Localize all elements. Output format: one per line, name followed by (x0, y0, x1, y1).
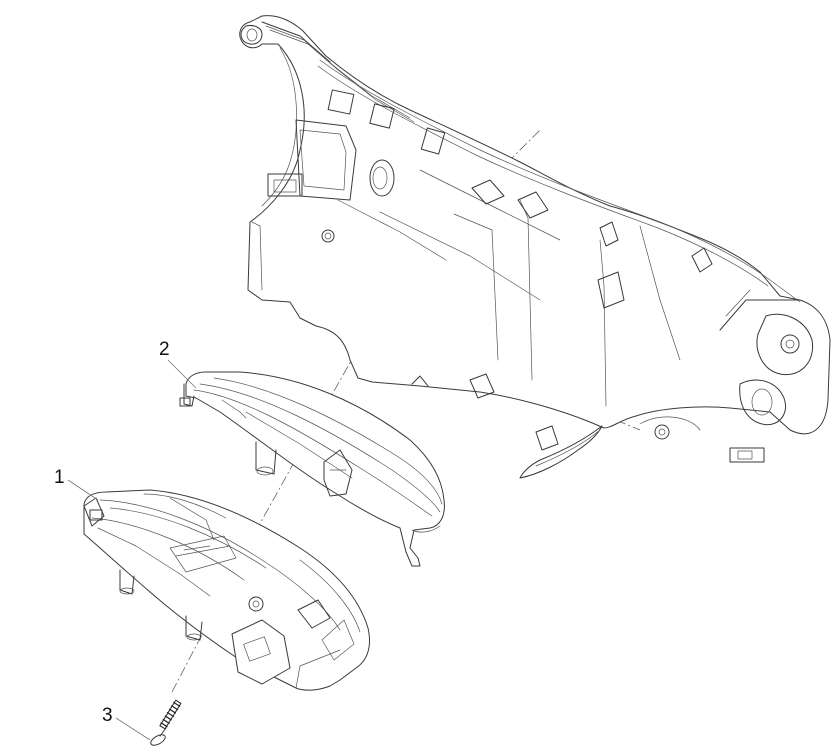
handlebar-rear-housing (239, 15, 831, 479)
callout-2: 2 (159, 339, 170, 360)
callout-leaders (67, 359, 197, 741)
instrument-bezel-cover (179, 371, 445, 567)
callout-1: 1 (54, 467, 65, 488)
leader-3 (115, 717, 151, 741)
instrument-cluster (83, 489, 370, 691)
leader-2 (167, 359, 197, 389)
screw (150, 699, 182, 746)
callout-3: 3 (102, 705, 113, 726)
leader-1 (67, 479, 99, 501)
